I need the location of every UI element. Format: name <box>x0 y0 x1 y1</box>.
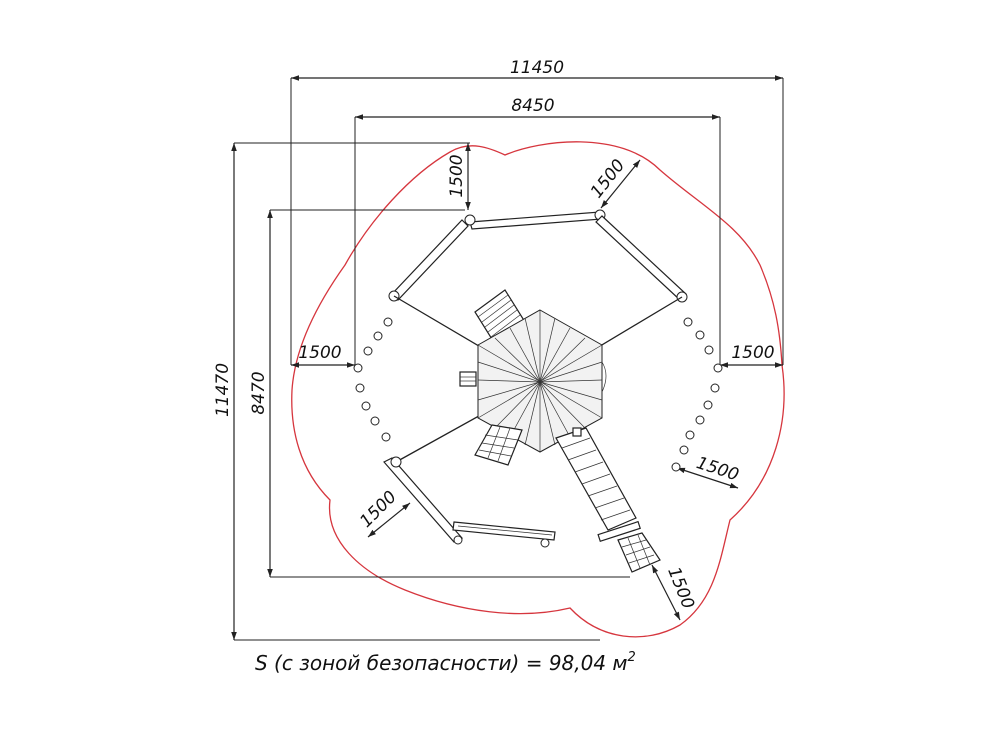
dimension-inner-height: 8470 <box>249 209 630 578</box>
label-overall-width: 11450 <box>510 58 564 78</box>
dimension-inner-width: 8450 <box>354 96 721 365</box>
dimension-offset-top-left: 1500 <box>447 143 471 210</box>
dimension-offset-lower-right: 1500 <box>676 453 741 489</box>
right-post-arc <box>671 317 723 472</box>
hexagon-roof-planks <box>477 310 603 452</box>
diagonal-climbing-ladder <box>555 427 641 543</box>
lower-left-beam <box>383 456 463 545</box>
rope-net-left <box>474 424 523 466</box>
top-climbing-beam <box>464 209 606 230</box>
label-offset-top-left: 1500 <box>447 154 467 197</box>
label-offset-left: 1500 <box>298 343 341 363</box>
area-note: S (с зоной безопасности) = 98,04 м2 <box>255 650 636 675</box>
rope-net-bottom <box>617 532 661 573</box>
dimension-overall-height: 11470 <box>213 142 600 641</box>
area-unit-superscript: 2 <box>628 650 636 665</box>
upper-right-beam <box>595 215 688 303</box>
left-post-arc <box>353 317 393 442</box>
upper-left-beam <box>388 219 469 302</box>
area-note-text: S (с зоной безопасности) = 98,04 м <box>255 651 628 675</box>
dimension-offset-right: 1500 <box>720 343 783 368</box>
label-overall-height: 11470 <box>213 363 233 417</box>
dimension-offset-lower-left: 1500 <box>356 487 411 538</box>
dimension-offset-top-right: 1500 <box>587 156 641 209</box>
side-steps <box>459 371 477 387</box>
label-offset-bottom: 1500 <box>663 564 698 612</box>
label-offset-lower-left: 1500 <box>356 487 401 532</box>
label-offset-right: 1500 <box>731 343 774 363</box>
lower-balance-beam <box>452 521 556 548</box>
dimension-overall-width: 11450 <box>290 58 784 365</box>
hexagon-tower <box>477 309 607 453</box>
label-inner-height: 8470 <box>249 371 269 414</box>
label-inner-width: 8450 <box>511 96 554 116</box>
safety-zone-outline <box>291 141 785 638</box>
dimension-offset-left: 1500 <box>291 343 355 368</box>
label-offset-lower-right: 1500 <box>694 453 741 485</box>
dimension-offset-bottom: 1500 <box>651 564 698 621</box>
label-offset-top-right: 1500 <box>587 156 629 202</box>
